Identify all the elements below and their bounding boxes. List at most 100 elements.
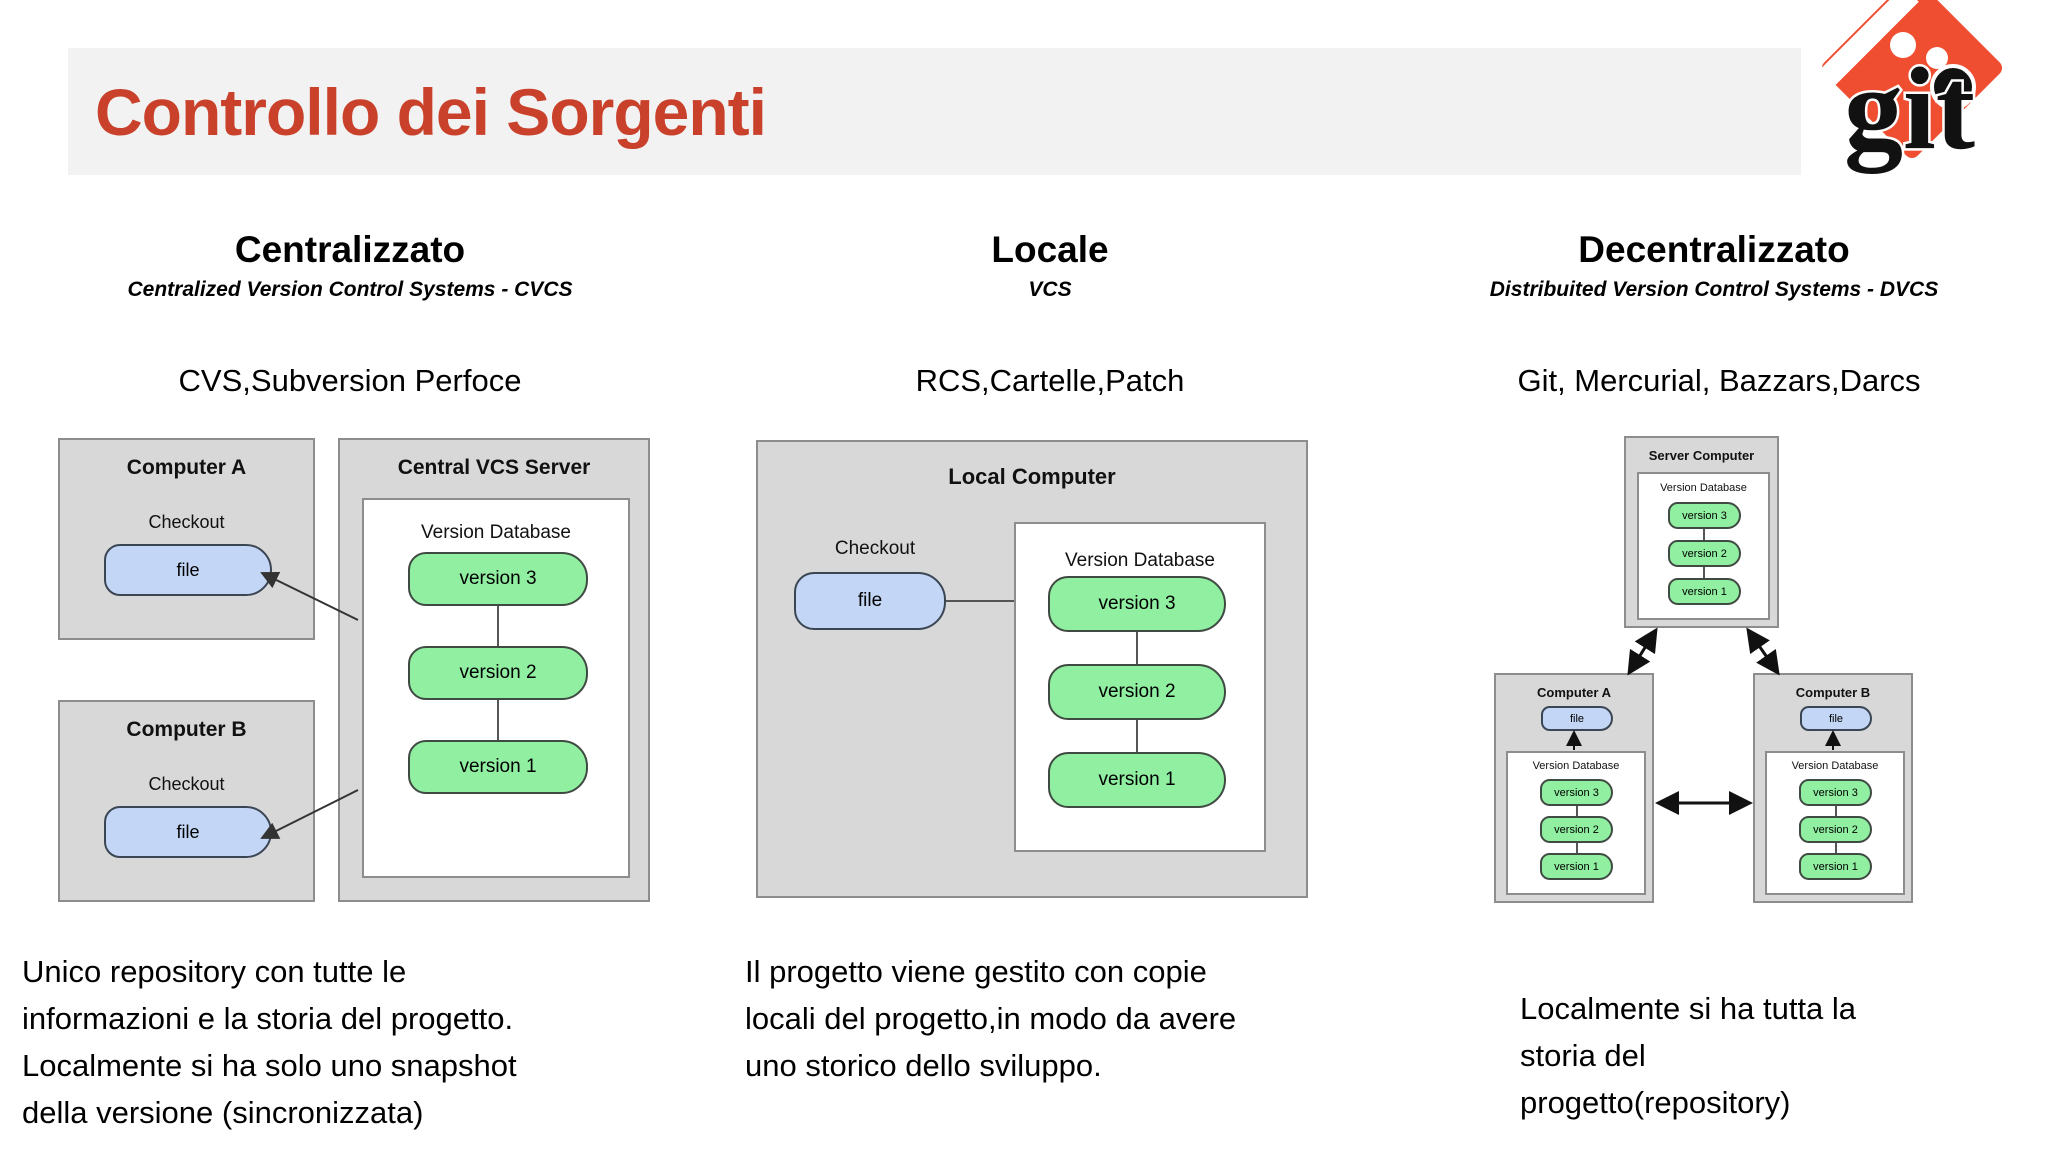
column-heading-decentralizzato: Decentralizzato Distribuited Version Con… [1380,228,2048,305]
diagram-distributed: Server Computer Version Database version… [1490,430,1960,910]
git-node-dot-mid [1926,47,1948,69]
central-version-database-panel: Version Database version 3 version 2 ver… [362,498,630,878]
column-heading-locale: Locale VCS [700,228,1400,305]
version-connector [497,600,499,648]
dist-server-title: Server Computer [1648,448,1755,463]
note-centralizzato: Unico repository con tutte le informazio… [22,954,517,1130]
version-connector [1576,805,1578,816]
local-file-capsule: file [794,572,946,630]
computer-b-title: Computer B [126,718,247,741]
version-label: version 2 [1554,823,1599,836]
central-vcs-server-title: Central VCS Server [397,456,591,479]
version-capsule: version 1 [1668,578,1741,605]
git-node-dot-black [1930,64,1976,110]
computer-b-file-capsule: file [104,806,272,858]
version-label: version 3 [1813,786,1858,799]
local-computer-title: Local Computer [948,464,1116,489]
dist-computer-a-db-panel: Version Database version 3 version 2 ver… [1506,751,1646,895]
version-connector [1703,528,1705,540]
version-connector [1136,632,1138,674]
diagram-local: Local Computer Checkout file Version Dat… [756,440,1308,898]
dist-computer-a-file-label: file [1569,712,1585,725]
git-wordmark: git [1842,43,1978,174]
version-capsule: version 3 [1048,576,1226,632]
column-subtitle: Distribuited Version Control Systems - D… [1489,278,1939,301]
file-to-version-connector [946,600,1078,602]
arrow-server-computer-b [1746,627,1780,676]
column-title: Centralizzato [234,229,466,270]
column-title: Locale [991,229,1109,270]
computer-b-file-label: file [176,821,200,842]
version-label: version 2 [1098,681,1176,702]
computer-b-panel: Computer B Checkout file [58,700,315,902]
column-heading-centralizzato: Centralizzato Centralized Version Contro… [0,228,700,305]
local-file-label: file [857,590,883,611]
computer-b-checkout-label: Checkout [148,774,225,794]
computer-a-panel: Computer A Checkout file [58,438,315,640]
version-label: version 3 [1682,509,1727,522]
version-capsule: version 3 [408,552,588,606]
page-title: Controllo dei Sorgenti [95,75,767,149]
tools-list-locale: RCS,Cartelle,Patch [915,363,1185,398]
dist-computer-a-title: Computer A [1537,685,1611,700]
version-label: version 3 [459,568,537,589]
column-title: Decentralizzato [1578,229,1850,270]
version-label: version 1 [1682,585,1727,598]
note-locale: Il progetto viene gestito con copie loca… [745,954,1237,1083]
version-label: version 3 [1098,593,1176,614]
tools-list-centralizzato: CVS,Subversion Perfoce [178,363,522,398]
dist-computer-b-db-panel: Version Database version 3 version 2 ver… [1765,751,1905,895]
central-arrows [260,571,359,839]
dist-computer-b-panel: Computer B file Version Database version… [1753,673,1913,903]
version-capsule: version 1 [1048,752,1226,808]
computer-a-file-capsule: file [104,544,272,596]
version-capsule: version 3 [1668,502,1741,529]
column-subtitle: Centralized Version Control Systems - CV… [127,278,573,301]
central-vcs-server-panel: Central VCS Server Version Database vers… [338,438,650,902]
version-connector [1835,842,1837,853]
version-capsule: version 3 [1799,779,1872,806]
version-capsule: version 1 [1540,853,1613,880]
column-subtitle: VCS [1028,278,1072,301]
version-label: version 1 [459,756,537,777]
dist-server-panel: Server Computer Version Database version… [1624,436,1779,628]
title-band [68,48,1801,175]
version-capsule: version 2 [1048,664,1226,720]
arrow-server-computer-a [1627,627,1658,676]
version-capsule: version 1 [1799,853,1872,880]
version-capsule: version 3 [1540,779,1613,806]
dist-server-db-label: Version Database [1660,482,1747,494]
dist-computer-b-file-label: file [1828,712,1844,725]
version-capsule: version 2 [1540,816,1613,843]
dist-computer-b-title: Computer B [1795,685,1871,700]
version-connector [1835,805,1837,816]
central-version-database-label: Version Database [421,522,571,543]
dist-computer-b-file-capsule: file [1800,706,1872,731]
version-label: version 1 [1098,769,1176,790]
computer-a-title: Computer A [126,456,247,479]
note-decentralizzato: Localmente si ha tutta la storia del pro… [1520,991,1857,1120]
tools-list-decentralizzato: Git, Mercurial, Bazzars,Darcs [1517,363,1921,398]
dist-computer-a-panel: Computer A file Version Database version… [1494,673,1654,903]
version-capsule: version 2 [1668,540,1741,567]
local-version-database-panel: Version Database version 3 version 2 ver… [1014,522,1266,852]
local-version-database-label: Version Database [1065,550,1215,571]
version-connector [1136,718,1138,760]
diagram-centralized: Computer A Checkout file Computer B Chec… [0,0,700,1152]
version-capsule: version 2 [1799,816,1872,843]
arrow-server-to-computer-b [260,789,359,839]
version-capsule: version 1 [408,740,588,794]
version-connector [497,696,499,744]
version-connector [1703,566,1705,578]
version-label: version 3 [1554,786,1599,799]
git-node-dot-top [1890,32,1916,58]
computer-a-checkout-label: Checkout [148,512,225,532]
local-computer-panel: Local Computer Checkout file Version Dat… [756,440,1308,898]
version-label: version 2 [459,662,537,683]
dist-server-db-panel: Version Database version 3 version 2 ver… [1637,472,1770,620]
version-label: version 2 [1682,547,1727,560]
dist-arrows [1566,627,1841,815]
computer-a-file-label: file [176,559,200,580]
version-connector [1576,842,1578,853]
local-checkout-label: Checkout [834,538,916,559]
